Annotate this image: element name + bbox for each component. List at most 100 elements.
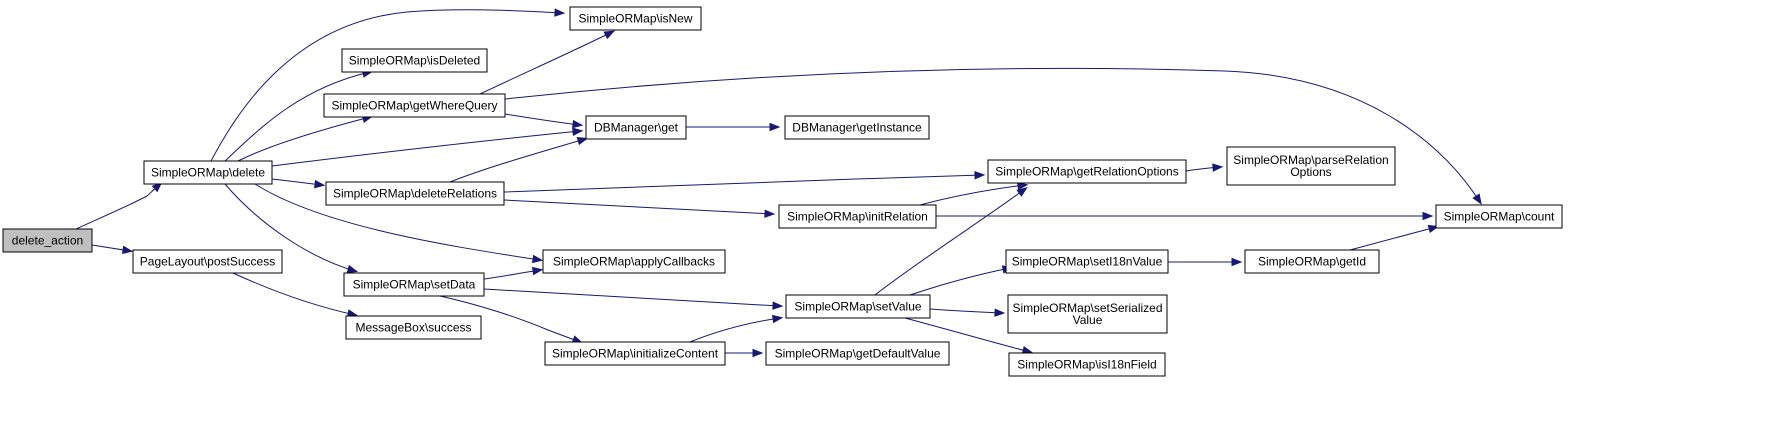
node-box xyxy=(569,6,702,31)
node-orm-delete-relations[interactable]: SimpleORMap\deleteRelations xyxy=(325,181,505,206)
node-messagebox-success[interactable]: MessageBox\success xyxy=(345,315,482,340)
node-box xyxy=(585,115,687,140)
node-orm-get-id[interactable]: SimpleORMap\getId xyxy=(1244,249,1380,274)
node-orm-apply-callbacks[interactable]: SimpleORMap\applyCallbacks xyxy=(542,249,726,274)
node-box xyxy=(1226,146,1396,186)
edge-dbmanager_get-to-dbmanager_get_instance xyxy=(686,122,781,132)
node-orm-get-relation-options[interactable]: SimpleORMap\getRelationOptions xyxy=(987,159,1187,184)
node-label: SimpleORMap\applyCallbacks xyxy=(553,255,715,269)
node-label: delete_action xyxy=(12,234,83,248)
node-label: SimpleORMap\setValue xyxy=(794,300,921,314)
edge-orm_init_relation-to-orm_get_relation_options xyxy=(919,181,1029,206)
node-box xyxy=(987,159,1187,184)
edge-orm_delete-to-orm_is_new xyxy=(210,8,566,162)
edge-page_post_success-to-messagebox_success xyxy=(232,272,359,318)
node-dbmanager-get[interactable]: DBManager\get xyxy=(585,115,687,140)
node-orm-count[interactable]: SimpleORMap\count xyxy=(1435,204,1563,229)
node-box xyxy=(341,48,488,73)
node-box xyxy=(345,315,482,340)
edge-orm_set_value-to-orm_set_serialized_value xyxy=(929,308,1006,317)
node-label: SimpleORMap\count xyxy=(1444,210,1555,224)
node-box xyxy=(343,272,485,297)
node-label: PageLayout\postSuccess xyxy=(140,255,275,269)
node-orm-set-data[interactable]: SimpleORMap\setData xyxy=(343,272,485,297)
node-label: SimpleORMap\initializeContent xyxy=(552,347,719,361)
node-label: SimpleORMap\isI18nField xyxy=(1017,358,1156,372)
edge-orm_init_relation-to-orm_count xyxy=(936,211,1434,221)
node-label: DBManager\getInstance xyxy=(792,121,922,135)
node-orm-get-default-value[interactable]: SimpleORMap\getDefaultValue xyxy=(765,341,950,366)
node-label: SimpleORMap\setData xyxy=(353,278,476,292)
edge-orm_initialize_content-to-orm_get_default_value xyxy=(725,348,764,358)
node-box xyxy=(323,93,506,118)
node-label: SimpleORMap\initRelation xyxy=(787,210,928,224)
node-label: SimpleORMap\getId xyxy=(1258,255,1366,269)
node-label: SimpleORMap\setSerialized xyxy=(1012,301,1162,315)
node-label: SimpleORMap\getDefaultValue xyxy=(775,347,941,361)
node-box xyxy=(1005,249,1169,274)
node-dbmanager-get-instance[interactable]: DBManager\getInstance xyxy=(784,115,930,140)
node-label: MessageBox\success xyxy=(355,321,471,335)
node-orm-is-i18n-field[interactable]: SimpleORMap\isI18nField xyxy=(1008,352,1166,377)
edge-orm_delete_relations-to-dbmanager_get xyxy=(449,137,589,183)
node-orm-set-value[interactable]: SimpleORMap\setValue xyxy=(785,294,931,319)
node-box xyxy=(1007,294,1168,334)
node-label: SimpleORMap\isNew xyxy=(578,12,692,26)
node-box xyxy=(778,204,937,229)
node-label: Options xyxy=(1290,165,1331,179)
edge-orm_delete_relations-to-orm_init_relation xyxy=(503,199,776,218)
node-box xyxy=(785,294,931,319)
node-orm-initialize-content[interactable]: SimpleORMap\initializeContent xyxy=(544,341,726,366)
node-box xyxy=(1008,352,1166,377)
node-page-post-success[interactable]: PageLayout\postSuccess xyxy=(132,249,283,274)
node-box xyxy=(325,181,505,206)
edge-orm_initialize_content-to-orm_set_value xyxy=(689,314,784,343)
node-orm-init-relation[interactable]: SimpleORMap\initRelation xyxy=(778,204,937,229)
edge-orm_delete-to-orm_delete_relations xyxy=(271,178,326,189)
edge-orm_set_value-to-orm_get_relation_options xyxy=(874,187,1028,296)
edge-orm_set_data-to-orm_set_value xyxy=(483,288,784,310)
edge-orm_get_where_query-to-dbmanager_get xyxy=(504,113,584,129)
node-box xyxy=(1435,204,1563,229)
node-box xyxy=(544,341,726,366)
node-label: SimpleORMap\deleteRelations xyxy=(333,187,497,201)
node-box xyxy=(2,228,93,253)
node-box xyxy=(765,341,950,366)
node-label: SimpleORMap\getRelationOptions xyxy=(995,165,1178,179)
node-box xyxy=(143,160,273,185)
edge-orm_set_data-to-orm_apply_callbacks xyxy=(483,266,544,280)
node-box xyxy=(542,249,726,274)
node-orm-is-deleted[interactable]: SimpleORMap\isDeleted xyxy=(341,48,488,73)
edge-orm_delete-to-orm_set_data xyxy=(224,183,359,273)
node-box xyxy=(784,115,930,140)
node-label: SimpleORMap\getWhereQuery xyxy=(331,99,497,113)
edge-orm_get_relation_options-to-orm_parse_relation_options xyxy=(1185,163,1224,172)
edge-orm_get_id-to-orm_count xyxy=(1349,224,1440,251)
node-box xyxy=(1244,249,1380,274)
edge-orm_get_where_query-to-orm_is_new xyxy=(479,30,616,95)
edge-orm_delete-to-dbmanager_get xyxy=(271,127,584,167)
edge-orm_delete_relations-to-orm_get_relation_options xyxy=(503,171,986,193)
node-label: SimpleORMap\delete xyxy=(151,166,265,180)
node-label: DBManager\get xyxy=(594,121,679,135)
node-label: SimpleORMap\setI18nValue xyxy=(1012,255,1163,269)
node-delete-action[interactable]: delete_action xyxy=(2,228,93,253)
node-box xyxy=(132,249,283,274)
node-orm-is-new[interactable]: SimpleORMap\isNew xyxy=(569,6,702,31)
node-orm-delete[interactable]: SimpleORMap\delete xyxy=(143,160,273,185)
node-label: SimpleORMap\parseRelation xyxy=(1233,153,1388,167)
edge-orm_set_i18n_value-to-orm_get_id xyxy=(1168,257,1243,267)
edge-orm_set_value-to-orm_set_i18n_value xyxy=(909,265,1014,296)
node-orm-set-i18n-value[interactable]: SimpleORMap\setI18nValue xyxy=(1005,249,1169,274)
node-label: Value xyxy=(1073,313,1103,327)
edge-orm_delete-to-orm_get_where_query xyxy=(237,114,374,162)
node-label: SimpleORMap\isDeleted xyxy=(349,54,480,68)
node-orm-get-where-query[interactable]: SimpleORMap\getWhereQuery xyxy=(323,93,506,118)
edge-delete_action-to-orm_delete xyxy=(75,181,163,230)
edge-orm_delete-to-orm_apply_callbacks xyxy=(254,183,544,264)
edge-delete_action-to-page_post_success xyxy=(91,244,134,255)
edge-orm_get_where_query-to-orm_count xyxy=(504,67,1482,205)
